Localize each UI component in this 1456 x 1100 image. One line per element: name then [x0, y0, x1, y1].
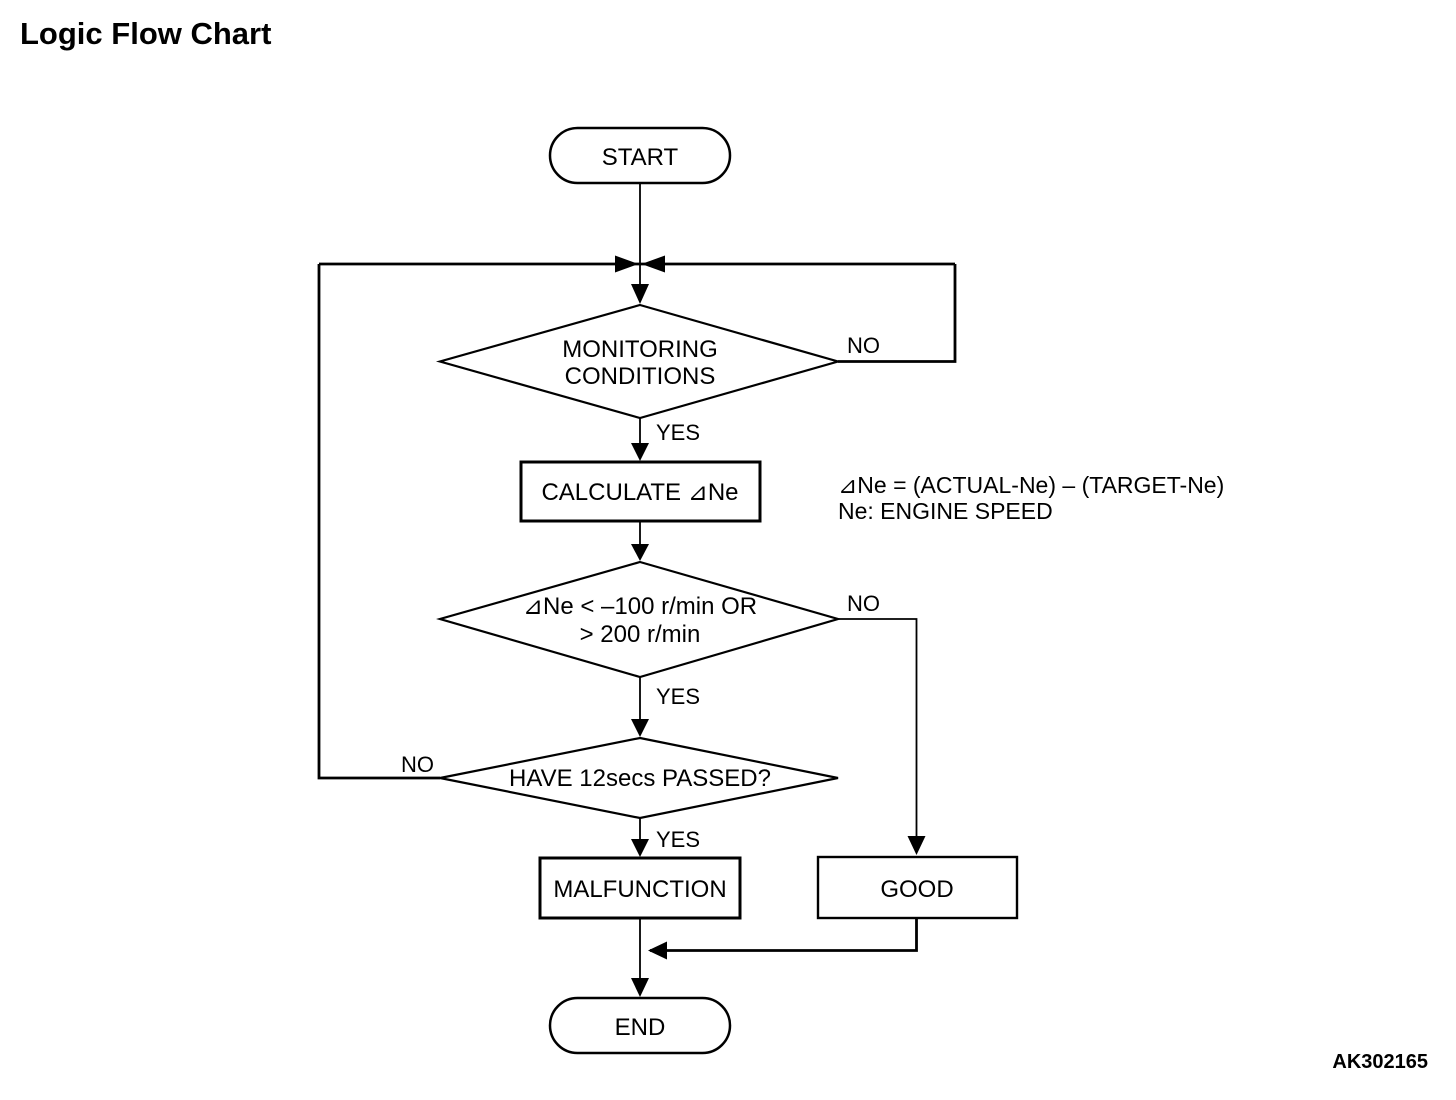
- start-node-label: START: [602, 144, 679, 171]
- dne-no-label: NO: [847, 591, 880, 616]
- arrowhead-into-dne-check-icon: [631, 544, 649, 561]
- malfunction-node: [538, 856, 742, 920]
- timer-no-label: NO: [401, 752, 434, 777]
- monitoring-conditions-label-line1: MONITORING: [562, 336, 718, 363]
- edge-dne-no: [838, 618, 918, 838]
- dne-range-label-line2: > 200 r/min: [580, 621, 701, 648]
- arrowhead-into-monitoring-icon: [631, 284, 649, 304]
- timer-decision-label: HAVE 12secs PASSED?: [509, 765, 771, 792]
- page-title: Logic Flow Chart: [20, 16, 271, 51]
- arrowhead-into-malfunction-icon: [631, 839, 649, 857]
- dne-yes-label: YES: [656, 684, 700, 709]
- arrowhead-into-good-icon: [907, 836, 926, 855]
- dne-range-decision: [436, 560, 842, 679]
- good-node-label: GOOD: [880, 876, 953, 903]
- good-node: [816, 855, 1019, 920]
- edge-monitoring-no: [838, 264, 957, 363]
- arrowhead-into-calculate-icon: [631, 443, 649, 461]
- timer-yes-label: YES: [656, 827, 700, 852]
- monitoring-conditions-label-line2: CONDITIONS: [565, 363, 716, 390]
- edge-good-to-end: [650, 918, 918, 952]
- monitoring-conditions-decision: [435, 303, 843, 420]
- arrowhead-into-timer-check-icon: [631, 719, 649, 737]
- timer-decision: [439, 736, 839, 820]
- end-node: [548, 996, 732, 1055]
- arrowhead-right-loop-icon: [641, 255, 665, 273]
- calculate-node: [519, 460, 762, 523]
- arrowhead-good-merge-icon: [648, 941, 667, 960]
- calculate-node-label: CALCULATE ⊿Ne: [541, 479, 738, 506]
- end-node-label: END: [615, 1014, 666, 1041]
- figure-code: AK302165: [1332, 1051, 1428, 1073]
- arrowhead-into-end-icon: [631, 978, 649, 997]
- ne-definition-annotation: Ne: ENGINE SPEED: [838, 498, 1053, 524]
- arrowhead-left-loop-icon: [615, 255, 639, 273]
- edge-timer-no: [317, 264, 440, 780]
- dne-formula-annotation: ⊿Ne = (ACTUAL-Ne) – (TARGET-Ne): [838, 472, 1224, 498]
- malfunction-node-label: MALFUNCTION: [553, 876, 726, 903]
- dne-range-label-line1: ⊿Ne < –100 r/min OR: [523, 593, 757, 620]
- monitoring-no-label: NO: [847, 333, 880, 358]
- monitoring-yes-label: YES: [656, 420, 700, 445]
- start-node: [548, 126, 732, 185]
